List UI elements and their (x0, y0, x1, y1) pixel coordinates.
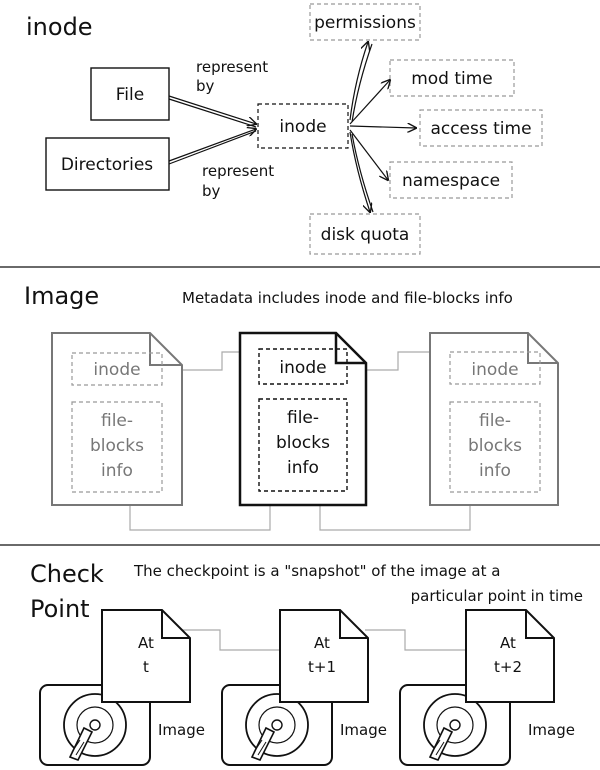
checkpoint-item-3: Image At t+2 (399, 609, 575, 766)
checkpoint-1-disk-label: Image (158, 721, 205, 739)
attribute-arrows (349, 42, 416, 212)
represent-arrows (168, 95, 256, 165)
attr-disk-quota: disk quota (321, 225, 410, 245)
doc2-inode: inode (279, 358, 326, 378)
attr-box-mod-time (389, 59, 515, 97)
doc2-blocks-2: blocks (276, 433, 330, 453)
doc2-blocks-1: file- (287, 408, 319, 428)
doc1-blocks-3: info (101, 461, 133, 481)
attr-box-permissions (309, 3, 421, 41)
checkpoint-2-disk-label: Image (340, 721, 387, 739)
directories-label: Directories (61, 155, 153, 175)
represent-by-bottom-1: represent (202, 162, 274, 180)
doc3-blocks-3: info (479, 461, 511, 481)
checkpoint-title-2: Point (30, 595, 90, 623)
image-section-title: Image (24, 282, 99, 310)
inode-section-title: inode (26, 13, 93, 41)
attr-box-namespace (389, 161, 513, 199)
checkpoint-connectors (180, 629, 468, 651)
image-doc-2: inode file- blocks info (238, 331, 368, 507)
inode-box-label: inode (279, 117, 326, 137)
attr-mod-time: mod time (411, 69, 493, 89)
doc2-blocks-3: info (287, 458, 319, 478)
checkpoint-3-line2: t+2 (494, 658, 522, 676)
doc3-blocks-2: blocks (468, 436, 522, 456)
checkpoint-caption-2: particular point in time (411, 587, 583, 605)
checkpoint-3-line1: At (500, 634, 516, 652)
image-connectors (129, 351, 471, 531)
checkpoint-3-disk-label: Image (528, 721, 575, 739)
represent-by-top-2: by (196, 77, 215, 95)
attr-permissions: permissions (314, 13, 416, 33)
checkpoint-1-line2: t (143, 658, 149, 676)
represent-by-bottom-2: by (202, 182, 221, 200)
represent-by-top-1: represent (196, 58, 268, 76)
checkpoint-title-1: Check (30, 560, 104, 588)
doc3-blocks-1: file- (479, 411, 511, 431)
doc1-inode: inode (93, 360, 140, 380)
doc1-blocks-1: file- (101, 411, 133, 431)
attr-namespace: namespace (402, 171, 500, 191)
image-doc-3: inode file- blocks info (429, 332, 559, 506)
image-caption: Metadata includes inode and file-blocks … (182, 289, 513, 307)
attr-box-disk-quota (309, 213, 421, 255)
file-label: File (116, 85, 144, 105)
checkpoint-1-line1: At (138, 634, 154, 652)
checkpoint-item-1: Image At t (39, 609, 205, 766)
file-box (90, 67, 170, 121)
attr-access-time: access time (430, 119, 531, 139)
doc3-inode: inode (471, 360, 518, 380)
attr-box-access-time (419, 109, 543, 147)
checkpoint-caption-1: The checkpoint is a "snapshot" of the im… (133, 562, 500, 580)
image-doc-1: inode file- blocks info (51, 332, 183, 506)
checkpoint-2-line1: At (314, 634, 330, 652)
checkpoint-item-2: Image At t+1 (221, 609, 387, 766)
checkpoint-2-line2: t+1 (308, 658, 336, 676)
doc1-blocks-2: blocks (90, 436, 144, 456)
